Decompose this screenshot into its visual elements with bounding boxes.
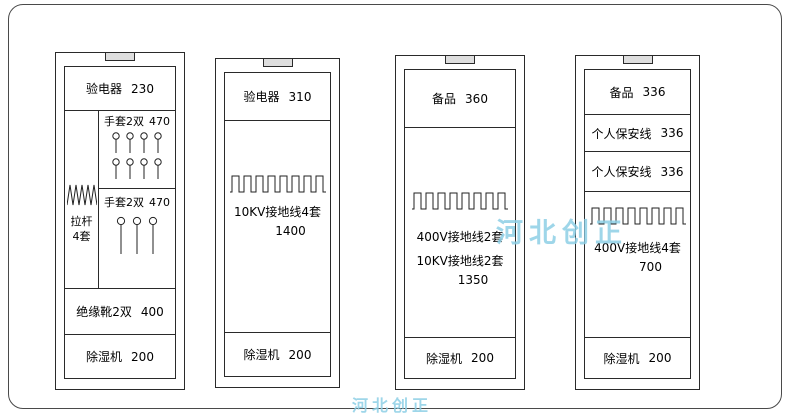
glove-hanger-pins-icon — [112, 216, 162, 256]
cabinet-2: 验电器 310 10KV接地线4套 1400 除湿机 200 — [215, 58, 340, 388]
cabinet-1-boots-row: 绝缘靴2双 400 — [65, 289, 175, 335]
glove-top-label: 手套2双 470 — [104, 114, 170, 129]
cabinet-4-footer: 除湿机 200 — [603, 351, 672, 366]
cabinet-4-row-1: 个人保安线 336 — [585, 115, 690, 152]
ground-wire-hooks-icon — [412, 190, 508, 212]
glove-hanger-pins-icon — [109, 131, 165, 155]
cabinet-1-header: 验电器 230 — [65, 67, 175, 111]
cabinet-4-header: 备品 336 — [585, 70, 690, 115]
cabinet-3-handle — [445, 56, 475, 64]
glove-section-bottom: 手套2双 470 — [99, 189, 175, 288]
cabinet-1-handle — [105, 53, 135, 61]
value: 230 — [131, 81, 154, 96]
middle-label-2: 10KV接地线2套 — [416, 254, 504, 268]
cabinet-3-footer: 除湿机 200 — [426, 351, 494, 366]
watermark-bottom: 河北创正 — [352, 396, 433, 415]
cabinet-1-glove-column: 手套2双 470 — [99, 111, 175, 288]
cabinet-1-middle: 拉杆 4套 手套2双 470 — [65, 111, 175, 289]
middle-label-1: 400V接地线2套 — [416, 230, 504, 244]
cabinet-2-handle — [262, 59, 293, 67]
middle-label: 10KV接地线4套 — [234, 205, 321, 219]
cabinet-1: 验电器 230 拉杆 4套 — [55, 52, 185, 390]
cabinet-4-row-2: 个人保安线 336 — [585, 152, 690, 192]
ground-wire-hooks-icon — [589, 205, 686, 227]
glove-hanger-pins-icon — [109, 157, 165, 181]
label: 验电器 — [86, 82, 123, 96]
cabinet-3-middle: 400V接地线2套 10KV接地线2套 1350 — [405, 128, 515, 338]
cabinet-2-middle: 10KV接地线4套 1400 — [225, 121, 330, 333]
outer-border — [8, 4, 782, 409]
cabinet-1-rod-column: 拉杆 4套 — [65, 111, 99, 288]
cabinet-4-middle: 400V接地线4套 700 — [585, 192, 690, 338]
middle-label: 400V接地线4套 — [594, 241, 681, 255]
pull-rod-spring-icon — [66, 181, 97, 207]
middle-value: 1350 — [457, 273, 489, 287]
cabinet-3: 备品 360 400V接地线2套 10KV接地线2套 1350 除湿机 200 — [395, 55, 525, 390]
cabinet-1-footer: 除湿机 200 — [86, 349, 154, 365]
glove-section-top: 手套2双 470 — [99, 111, 175, 189]
cabinet-3-header: 备品 360 — [405, 70, 515, 128]
cabinet-4: 备品 336 个人保安线 336 个人保安线 336 400V接地线4套 700 — [575, 55, 700, 390]
ground-wire-hooks-icon — [229, 173, 326, 195]
middle-value: 1400 — [275, 224, 306, 238]
cabinet-2-panel: 验电器 310 10KV接地线4套 1400 除湿机 200 — [224, 72, 331, 377]
glove-bottom-label: 手套2双 470 — [104, 195, 170, 210]
rod-label: 拉杆 4套 — [70, 214, 93, 243]
cabinet-4-handle — [622, 56, 653, 64]
cabinet-1-panel: 验电器 230 拉杆 4套 — [64, 66, 176, 379]
watermark-center: 河北创正 — [496, 218, 628, 249]
cabinet-2-header: 验电器 310 — [225, 73, 330, 121]
cabinet-3-panel: 备品 360 400V接地线2套 10KV接地线2套 1350 除湿机 200 — [404, 69, 516, 379]
middle-value: 700 — [639, 260, 662, 274]
cabinet-2-footer: 除湿机 200 — [243, 347, 312, 363]
cabinet-4-panel: 备品 336 个人保安线 336 个人保安线 336 400V接地线4套 700 — [584, 69, 691, 379]
